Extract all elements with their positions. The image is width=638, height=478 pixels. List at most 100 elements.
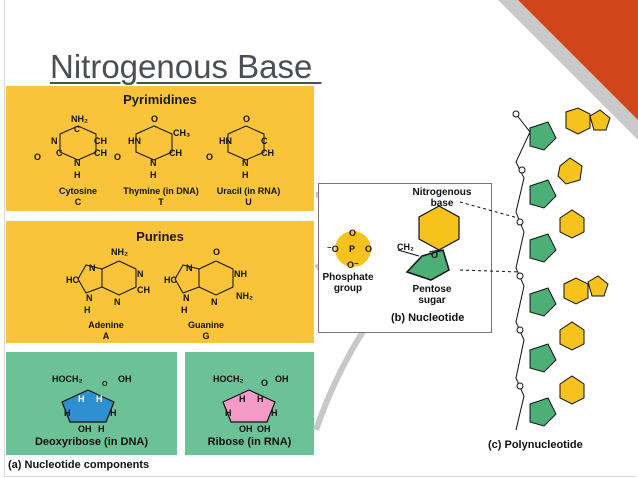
svg-text:N: N [51, 136, 58, 146]
slide-title: Nitrogenous Base [50, 48, 322, 85]
svg-text:N: N [86, 293, 93, 303]
svg-text:H: H [150, 170, 157, 180]
svg-text:CH: CH [94, 136, 107, 146]
svg-text:H: H [64, 408, 71, 418]
svg-text:O: O [34, 152, 41, 162]
phosphate-group-label: Phosphate group [322, 272, 374, 294]
svg-text:NH₂: NH₂ [71, 114, 88, 124]
cytosine-abbr: C [74, 197, 82, 207]
nucleotide-box: O ⁻O P O O⁻ CH₂ O Nitrogenous base Phosphate… [318, 183, 492, 333]
svg-text:OH: OH [239, 424, 253, 434]
svg-text:CH: CH [94, 148, 107, 158]
svg-text:HC: HC [164, 275, 177, 285]
adenine-label: Adenine A [76, 320, 136, 342]
purines-heading: Purines [136, 229, 184, 244]
svg-text:N: N [242, 158, 249, 168]
svg-text:HC: HC [66, 275, 79, 285]
svg-text:N: N [183, 293, 190, 303]
uracil-name: Uracil (in RNA) [216, 186, 281, 196]
adenine-abbr: A [102, 331, 110, 341]
svg-text:O: O [213, 247, 220, 257]
svg-text:O: O [261, 378, 268, 388]
svg-text:OH: OH [118, 374, 132, 384]
svg-text:N: N [114, 297, 121, 307]
svg-text:CH: CH [169, 148, 182, 158]
svg-text:N: N [89, 263, 96, 273]
svg-text:NH: NH [234, 269, 247, 279]
deoxyribose-name: Deoxyribose (in DNA) [34, 436, 149, 448]
svg-text:C: C [74, 125, 80, 134]
svg-text:HN: HN [128, 136, 141, 146]
svg-text:OH: OH [78, 424, 92, 434]
svg-text:N: N [137, 269, 144, 279]
svg-text:H: H [78, 394, 85, 404]
svg-text:O: O [365, 244, 372, 254]
svg-text:O: O [206, 152, 213, 162]
svg-text:H: H [242, 170, 249, 180]
svg-text:H: H [225, 408, 232, 418]
svg-text:C: C [261, 136, 268, 146]
svg-text:OH: OH [257, 424, 271, 434]
caption-c: (c) Polynucleotide [488, 439, 583, 451]
thymine-label: Thymine (in DNA) T [116, 186, 206, 208]
caption-a: (a) Nucleotide components [8, 459, 150, 471]
cytosine-label: Cytosine C [48, 186, 108, 208]
caption-b: (b) Nucleotide [391, 312, 465, 324]
svg-text:CH: CH [137, 285, 150, 295]
svg-text:H: H [181, 305, 188, 315]
corner-decoration [498, 0, 638, 140]
thymine-abbr: T [158, 197, 164, 207]
svg-text:O: O [102, 381, 108, 388]
svg-text:NH₂: NH₂ [111, 247, 128, 257]
svg-text:H: H [98, 424, 105, 434]
svg-text:N: N [211, 297, 218, 307]
svg-text:N: N [74, 158, 81, 168]
pyrimidines-heading: Pyrimidines [123, 92, 197, 107]
svg-text:OH: OH [275, 374, 289, 384]
svg-text:CH₂: CH₂ [397, 242, 414, 252]
svg-text:CH: CH [261, 148, 274, 158]
pentose-sugar-label: Pentose sugar [412, 284, 452, 306]
svg-text:P: P [349, 244, 355, 254]
slide-frame [4, 0, 635, 477]
svg-text:H: H [84, 305, 91, 315]
ribose-name: Ribose (in RNA) [207, 436, 292, 448]
nucleotide-diagram: O ⁻O P O O⁻ CH₂ O [327, 205, 460, 281]
svg-text:N: N [186, 263, 193, 273]
svg-text:HOCH₂: HOCH₂ [213, 374, 244, 384]
uracil-abbr: U [245, 197, 252, 207]
svg-text:H: H [257, 394, 264, 404]
uracil-label: Uracil (in RNA) U [206, 186, 291, 208]
svg-text:N: N [150, 158, 157, 168]
adenine-name: Adenine [88, 320, 124, 330]
svg-text:HN: HN [219, 136, 232, 146]
guanine-name: Guanine [187, 320, 224, 330]
nitrogenous-base-label: Nitrogenous base [412, 187, 472, 209]
svg-text:O: O [151, 114, 158, 124]
guanine-abbr: G [202, 331, 210, 341]
svg-text:C: C [56, 148, 63, 158]
svg-text:CH₃: CH₃ [173, 128, 190, 138]
svg-text:HOCH₂: HOCH₂ [52, 374, 83, 384]
svg-text:O: O [243, 114, 250, 124]
svg-text:NH₂: NH₂ [236, 291, 253, 301]
svg-text:H: H [74, 170, 81, 180]
svg-text:O: O [114, 152, 121, 162]
cytosine-name: Cytosine [58, 186, 97, 196]
svg-text:H: H [239, 394, 246, 404]
svg-text:H: H [96, 394, 103, 404]
svg-text:O: O [349, 228, 356, 238]
svg-text:O⁻: O⁻ [347, 260, 359, 270]
svg-text:O: O [431, 250, 438, 260]
svg-text:⁻O: ⁻O [327, 244, 339, 254]
thymine-name: Thymine (in DNA) [123, 186, 199, 196]
svg-text:H: H [271, 408, 278, 418]
